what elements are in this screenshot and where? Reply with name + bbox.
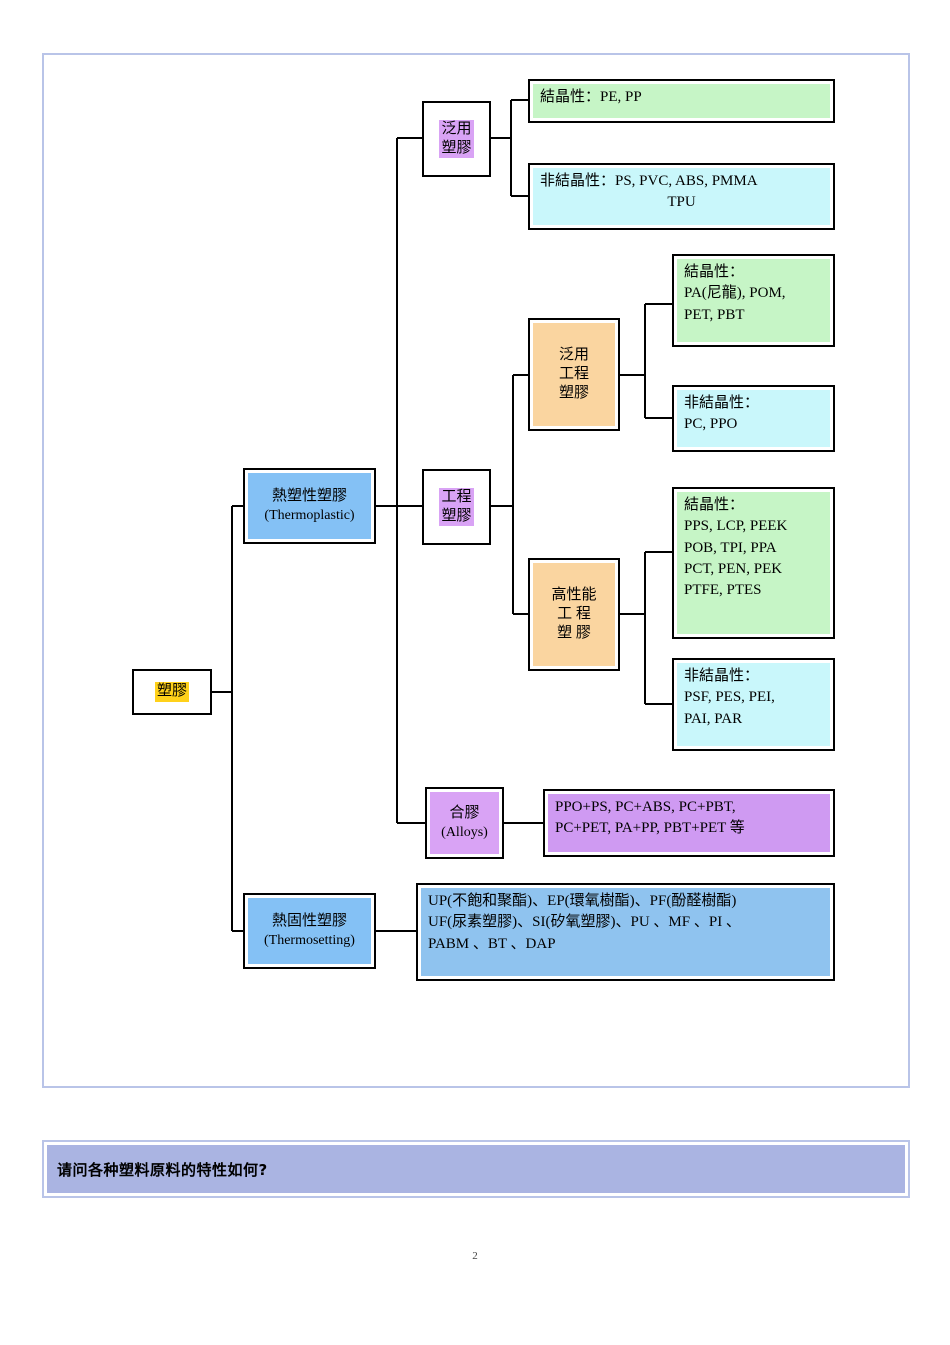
leaf-high-perf-amorphous[interactable]: 非結晶性： PSF, PES, PEI, PAI, PAR <box>672 658 835 751</box>
question-text: 请问各种塑料原料的特性如何? <box>57 1160 268 1179</box>
node-label-line1: 泛用 <box>558 346 589 363</box>
node-label-line2: 工程 <box>558 365 589 382</box>
node-label-line2: (Thermosetting) <box>264 932 355 948</box>
node-general-engineering-plastic[interactable]: 泛用 工程 塑膠 <box>528 318 620 431</box>
leaf-general-eng-amorphous[interactable]: 非結晶性： PC, PPO <box>672 385 835 452</box>
node-label: 塑膠 <box>154 682 189 702</box>
leaf-row: 結晶性： <box>684 264 745 280</box>
leaf-commodity-crystalline[interactable]: 結晶性：PE, PP <box>528 79 835 123</box>
node-plastics-root[interactable]: 塑膠 <box>132 669 212 715</box>
leaf-row: PCT, PEN, PEK <box>684 560 783 577</box>
leaf-row: PPS, LCP, PEEK <box>684 518 788 535</box>
leaf-row: PSF, PES, PEI, <box>684 689 775 706</box>
question-bar-frame: 请问各种塑料原料的特性如何? <box>42 1140 910 1198</box>
leaf-row: PET, PBT <box>684 306 745 323</box>
node-high-performance-engineering-plastic[interactable]: 高性能 工 程 塑 膠 <box>528 558 620 671</box>
question-bar: 请问各种塑料原料的特性如何? <box>47 1145 905 1193</box>
node-label-line2: 工 程 <box>557 605 591 622</box>
leaf-commodity-amorphous[interactable]: 非結晶性：PS, PVC, ABS, PMMA TPU <box>528 163 835 230</box>
leaf-row: PABM 、BT 、DAP <box>428 935 556 952</box>
leaf-row: PC, PPO <box>684 416 738 433</box>
leaf-row: UP(不飽和聚酯)、EP(環氧樹酯)、PF(酚醛樹酯) <box>428 893 737 909</box>
node-label-line2: (Thermoplastic) <box>264 507 355 523</box>
node-thermoplastic[interactable]: 熱塑性塑膠 (Thermoplastic) <box>243 468 376 544</box>
leaf-thermosetting-list[interactable]: UP(不飽和聚酯)、EP(環氧樹酯)、PF(酚醛樹酯) UF(尿素塑膠)、SI(… <box>416 883 835 981</box>
leaf-general-eng-crystalline[interactable]: 結晶性： PA(尼龍), POM, PET, PBT <box>672 254 835 347</box>
leaf-row: PPO+PS, PC+ABS, PC+PBT, <box>555 799 736 815</box>
leaf-row: 非結晶性： <box>684 668 760 684</box>
leaf-row: POB, TPI, PPA <box>684 539 777 556</box>
leaf-row: 非結晶性：PS, PVC, ABS, PMMA <box>540 173 758 189</box>
node-label-line3: 塑膠 <box>558 385 589 402</box>
leaf-row: 結晶性： <box>684 497 745 513</box>
node-alloys[interactable]: 合膠 (Alloys) <box>425 787 504 859</box>
node-label-line2: 塑膠 <box>439 139 474 159</box>
leaf-row: UF(尿素塑膠)、SI(矽氧塑膠)、PU 、MF 、PI 、 <box>428 914 741 931</box>
node-label-line1: 高性能 <box>551 586 597 603</box>
leaf-high-perf-crystalline[interactable]: 結晶性： PPS, LCP, PEEK POB, TPI, PPA PCT, P… <box>672 487 835 639</box>
leaf-row: PAI, PAR <box>684 710 743 727</box>
leaf-alloys-list[interactable]: PPO+PS, PC+ABS, PC+PBT, PC+PET, PA+PP, P… <box>543 789 835 857</box>
leaf-row: PA(尼龍), POM, <box>684 285 786 302</box>
leaf-row: 非結晶性： <box>684 395 760 411</box>
node-label-line3: 塑 膠 <box>557 625 591 642</box>
node-label-line2: (Alloys) <box>441 824 488 840</box>
node-label-line1: 熱塑性塑膠 <box>271 488 347 505</box>
node-commodity-plastic[interactable]: 泛用 塑膠 <box>422 101 491 177</box>
leaf-row: PTFE, PTES <box>684 582 762 599</box>
leaf-row: TPU <box>667 194 696 211</box>
node-thermosetting[interactable]: 熱固性塑膠 (Thermosetting) <box>243 893 376 969</box>
page-number: 2 <box>472 1250 478 1262</box>
node-label-line1: 合膠 <box>449 805 480 822</box>
node-label-line1: 熱固性塑膠 <box>271 913 347 930</box>
leaf-row: 結晶性：PE, PP <box>540 89 642 105</box>
node-label-line1: 工程 <box>439 487 474 507</box>
node-label-line1: 泛用 <box>439 119 474 139</box>
leaf-row: PC+PET, PA+PP, PBT+PET 等 <box>555 820 745 837</box>
node-label-line2: 塑膠 <box>439 507 474 527</box>
node-engineering-plastic[interactable]: 工程 塑膠 <box>422 469 491 545</box>
